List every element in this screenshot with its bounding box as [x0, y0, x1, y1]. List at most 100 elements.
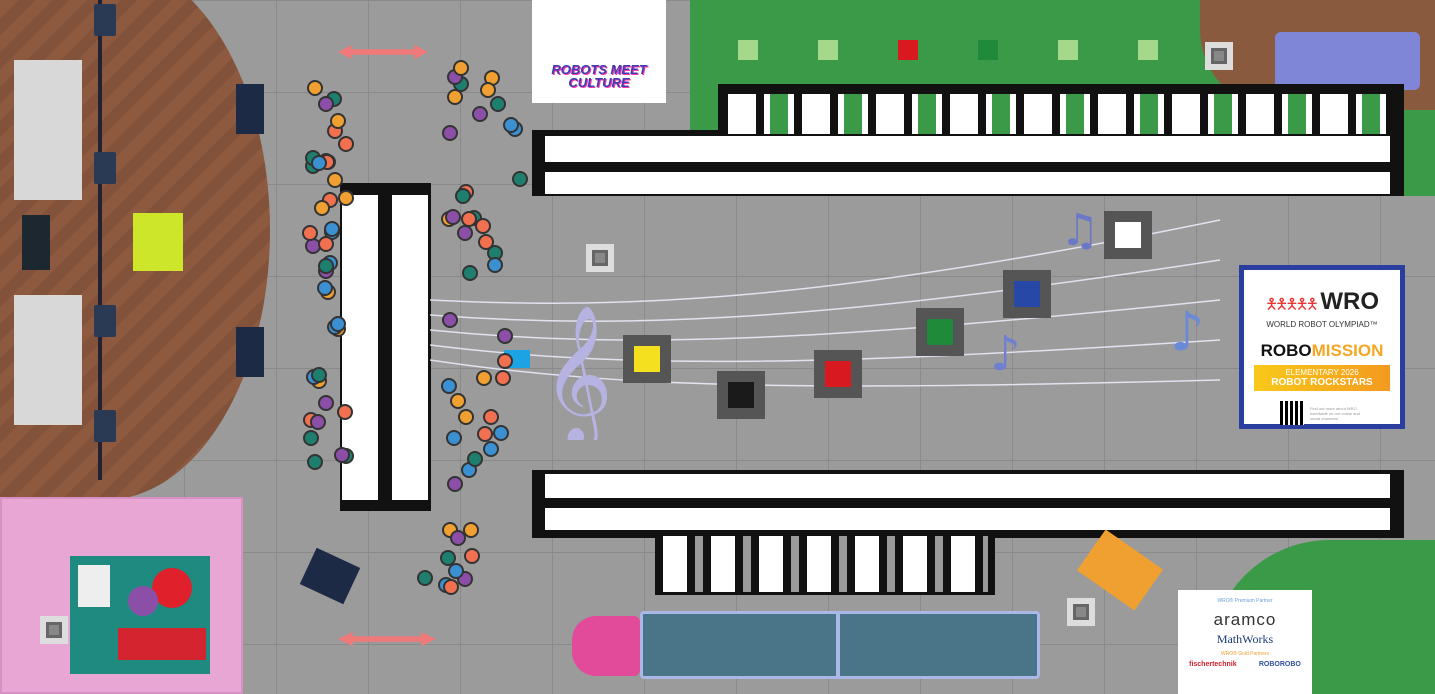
- audience-person: [472, 105, 489, 122]
- qr-code-icon[interactable]: [1280, 401, 1304, 425]
- partner-mathworks: MathWorks: [1216, 632, 1274, 646]
- logo-line2: CULTURE: [568, 75, 630, 90]
- treble-clef-icon: 𝄞: [542, 305, 613, 440]
- white-lane: [545, 136, 1390, 162]
- audience-person: [326, 172, 343, 189]
- audience-person: [479, 81, 496, 98]
- audience-person: [454, 187, 471, 204]
- stage-light: [94, 4, 116, 36]
- audience-person: [511, 171, 528, 188]
- audience-person: [338, 189, 355, 206]
- audience-person: [441, 124, 458, 141]
- trailer-divider: [836, 611, 840, 679]
- audience-person: [492, 425, 509, 442]
- audience-person: [417, 569, 434, 586]
- element-color: [825, 361, 851, 387]
- audience-person: [303, 430, 320, 447]
- premium-partner-label: WRO® Premium Partner: [1217, 598, 1273, 604]
- red-element[interactable]: [814, 350, 862, 398]
- start-area-lane: [392, 195, 428, 500]
- stage-light: [94, 152, 116, 184]
- audience-person: [461, 210, 478, 227]
- black-element[interactable]: [717, 371, 765, 419]
- music-note-icon: ♪: [1170, 300, 1204, 363]
- audience-person: [440, 377, 457, 394]
- audience-person: [453, 60, 470, 77]
- age-group: ELEMENTARY 2026: [1285, 368, 1359, 377]
- age-group-band: ELEMENTARY 2026 ROBOT ROCKSTARS: [1254, 365, 1390, 391]
- stage-platform: [14, 295, 82, 425]
- audience-person: [463, 521, 480, 538]
- speaker: [236, 327, 264, 377]
- audience-person: [338, 135, 355, 152]
- audience-person: [306, 454, 323, 471]
- sofa: [118, 628, 206, 660]
- audience-person: [450, 393, 466, 410]
- category-part2: MISSION: [1311, 341, 1384, 360]
- comb-lanes: [663, 536, 988, 592]
- audience-person: [446, 88, 463, 105]
- armchair: [78, 565, 110, 607]
- audience-person: [464, 547, 481, 564]
- staff-line: [430, 299, 1221, 341]
- stage-mat-yellow: [133, 213, 183, 271]
- gold-partner-label: WRO® Gold Partners: [1220, 651, 1270, 657]
- stage-light: [94, 410, 116, 442]
- theme-title: ROBOT ROCKSTARS: [1271, 377, 1373, 388]
- light-truss: [98, 0, 102, 480]
- audience-person: [334, 447, 351, 464]
- audience-person: [503, 117, 520, 134]
- audience-person: [314, 200, 331, 217]
- audience-person: [458, 408, 475, 425]
- white-element[interactable]: [1104, 211, 1152, 259]
- comb-lanes: [728, 94, 1393, 134]
- category-part1: ROBO: [1260, 341, 1312, 360]
- truck-cab: [572, 616, 640, 676]
- audience-person: [494, 369, 511, 386]
- audience-person: [445, 209, 462, 226]
- audience-person: [329, 112, 346, 129]
- white-lane: [545, 508, 1390, 530]
- garden-marker: [1058, 40, 1078, 60]
- yellow-element[interactable]: [623, 335, 671, 383]
- audience-person: [309, 413, 326, 430]
- audience-person: [329, 316, 346, 333]
- garden-marker: [978, 40, 998, 60]
- audience-person: [448, 562, 465, 579]
- audience-person: [486, 257, 503, 273]
- stage-platform: [14, 60, 82, 200]
- audience-person: [497, 328, 514, 345]
- audience-person: [475, 218, 492, 235]
- audience-person: [310, 154, 327, 171]
- target-marker: [1205, 42, 1233, 70]
- audience-person: [478, 234, 495, 251]
- target-marker: [1067, 598, 1095, 626]
- wro-mission-card: 🯅🯅🯅🯅🯅 WRO WORLD ROBOT OLYMPIAD™ ROBOMISS…: [1239, 265, 1405, 429]
- audience-person: [489, 96, 506, 113]
- target-marker: [586, 244, 614, 272]
- garden-marker: [1138, 40, 1158, 60]
- audience-person: [316, 280, 333, 297]
- target-marker: [40, 616, 68, 644]
- audience-person: [447, 476, 464, 493]
- audience-person: [324, 220, 341, 237]
- audience-person: [467, 450, 484, 467]
- staff-line: [430, 259, 1221, 322]
- audience-person: [317, 395, 334, 412]
- green-element[interactable]: [916, 308, 964, 356]
- round-table: [128, 586, 158, 616]
- garden-marker: [818, 40, 838, 60]
- wro-brand: WRO: [1320, 288, 1380, 315]
- partners-box: WRO® Premium Partner aramco MathWorks WR…: [1178, 590, 1312, 694]
- logo-line1: ROBOTS MEET: [551, 62, 647, 77]
- music-note-icon: ♫: [1060, 205, 1099, 256]
- audience-person: [482, 408, 499, 425]
- partner-fischertechnik: fischertechnik: [1189, 661, 1237, 668]
- audience-person: [446, 430, 463, 447]
- element-color: [1014, 281, 1040, 307]
- audience-person: [318, 96, 334, 113]
- element-color: [1115, 222, 1141, 248]
- audience-person: [462, 265, 479, 282]
- blue-element[interactable]: [1003, 270, 1051, 318]
- partner-aramco: aramco: [1213, 610, 1277, 629]
